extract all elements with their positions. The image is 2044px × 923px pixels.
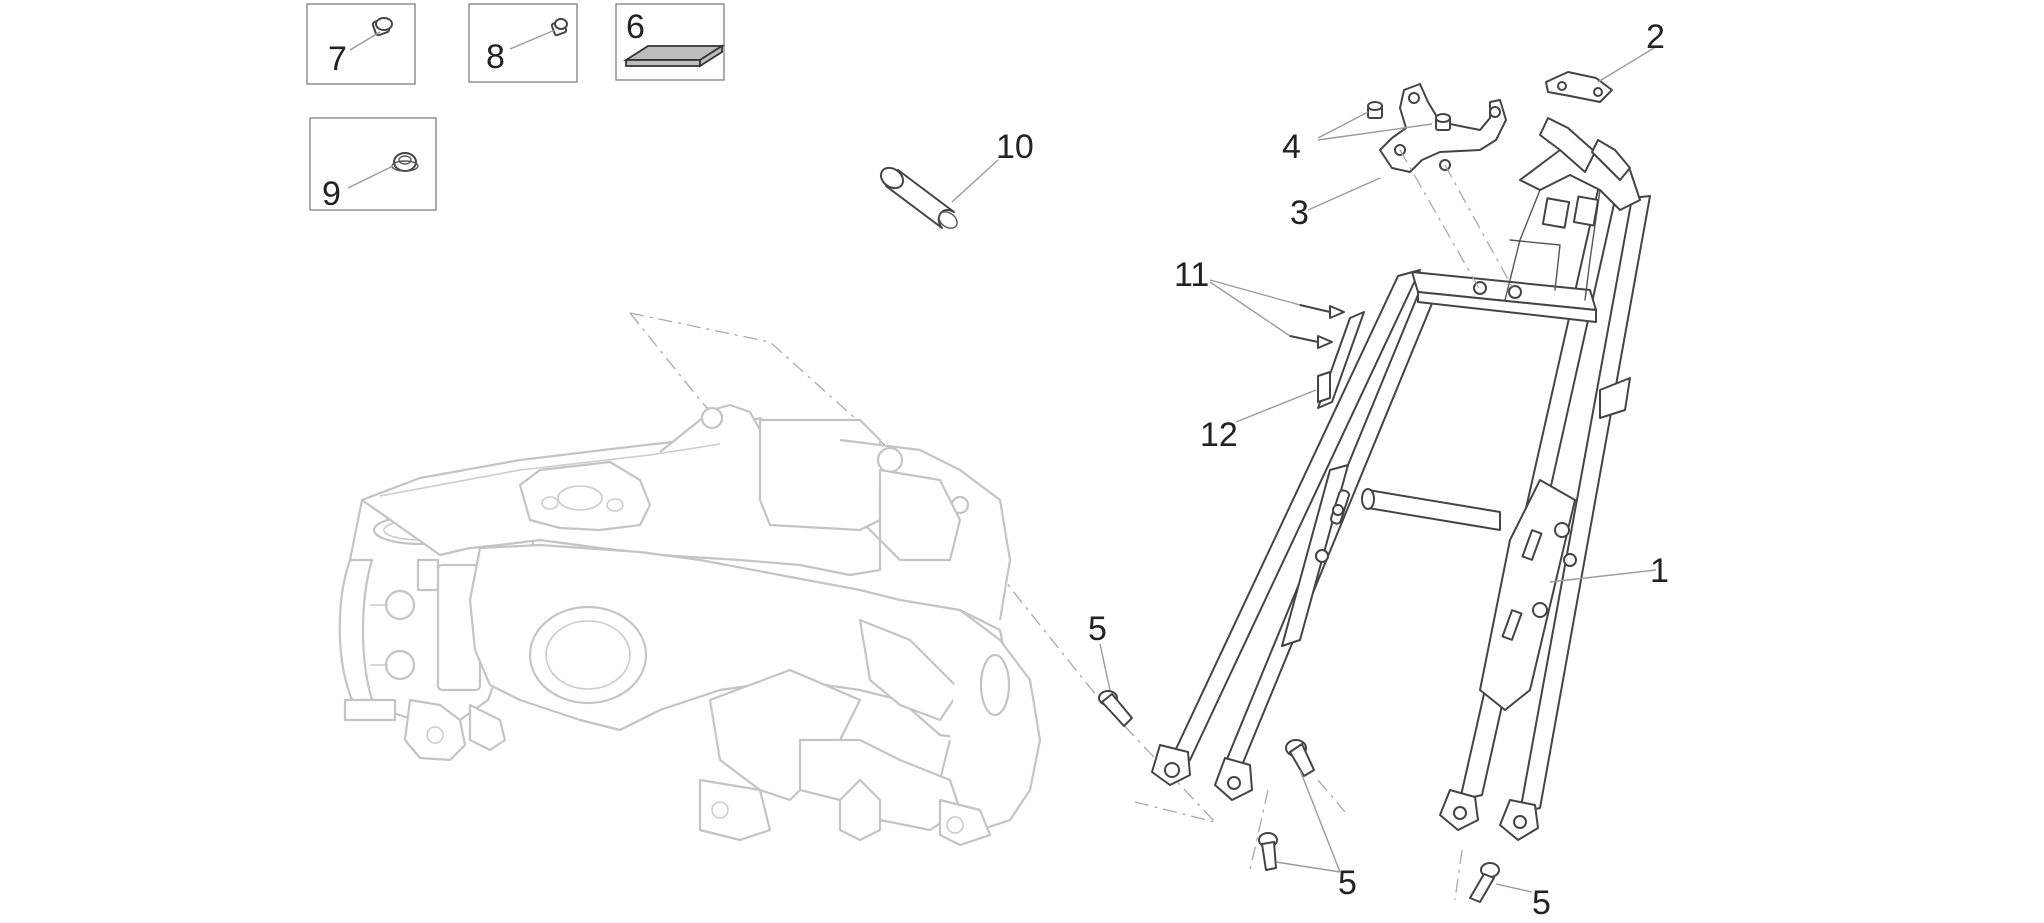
- part-5-bolt-c: 5: [1249, 769, 1357, 902]
- eyelet-left-2: [1214, 757, 1253, 801]
- callout-11: 11: [1174, 256, 1209, 294]
- screw-icon: [371, 17, 393, 37]
- part-1-rear-subframe: 1: [1151, 117, 1669, 841]
- callout-3: 3: [1290, 194, 1309, 232]
- detail-box-9: 9: [309, 117, 437, 213]
- callout-7: 7: [328, 40, 347, 78]
- part-5-bolt-b: [1285, 739, 1346, 813]
- callout-4: 4: [1282, 128, 1301, 166]
- part-10-sleeve: 10: [879, 128, 1034, 229]
- callout-8: 8: [486, 38, 505, 76]
- callout-5-middle: 5: [1338, 864, 1357, 902]
- part-5-bolt-d: 5: [1454, 849, 1551, 922]
- part-4-nuts: 4: [1282, 101, 1451, 166]
- part-12-plate: 12: [1200, 311, 1365, 454]
- eyelet-right-1: [1439, 789, 1479, 831]
- part-5-bolt-a: 5: [1088, 610, 1133, 727]
- adhesive-pad-icon: [622, 44, 726, 68]
- part-2-top-bracket: 2: [1545, 18, 1665, 103]
- callout-12: 12: [1200, 416, 1238, 454]
- eyelet-left-1: [1151, 744, 1191, 786]
- callout-5-top: 5: [1088, 610, 1107, 648]
- nut-icon: [1435, 113, 1451, 131]
- main-frame-ghost: [338, 312, 1216, 847]
- eyelet-right-2: [1499, 799, 1539, 841]
- part-3-bracket: 3: [1290, 83, 1516, 293]
- callout-5-bottom: 5: [1532, 884, 1551, 922]
- part-11-rivets: 11: [1174, 256, 1345, 349]
- callout-2: 2: [1646, 18, 1665, 56]
- detail-box-6: 6: [615, 3, 726, 81]
- cap-icon: [391, 152, 419, 172]
- callout-10: 10: [996, 128, 1034, 166]
- callout-9: 9: [322, 175, 341, 213]
- nut-icon: [1367, 101, 1383, 119]
- callout-6: 6: [626, 8, 645, 46]
- callout-1: 1: [1650, 552, 1669, 590]
- detail-box-8: 8: [468, 3, 578, 83]
- detail-box-7: 7: [306, 3, 416, 85]
